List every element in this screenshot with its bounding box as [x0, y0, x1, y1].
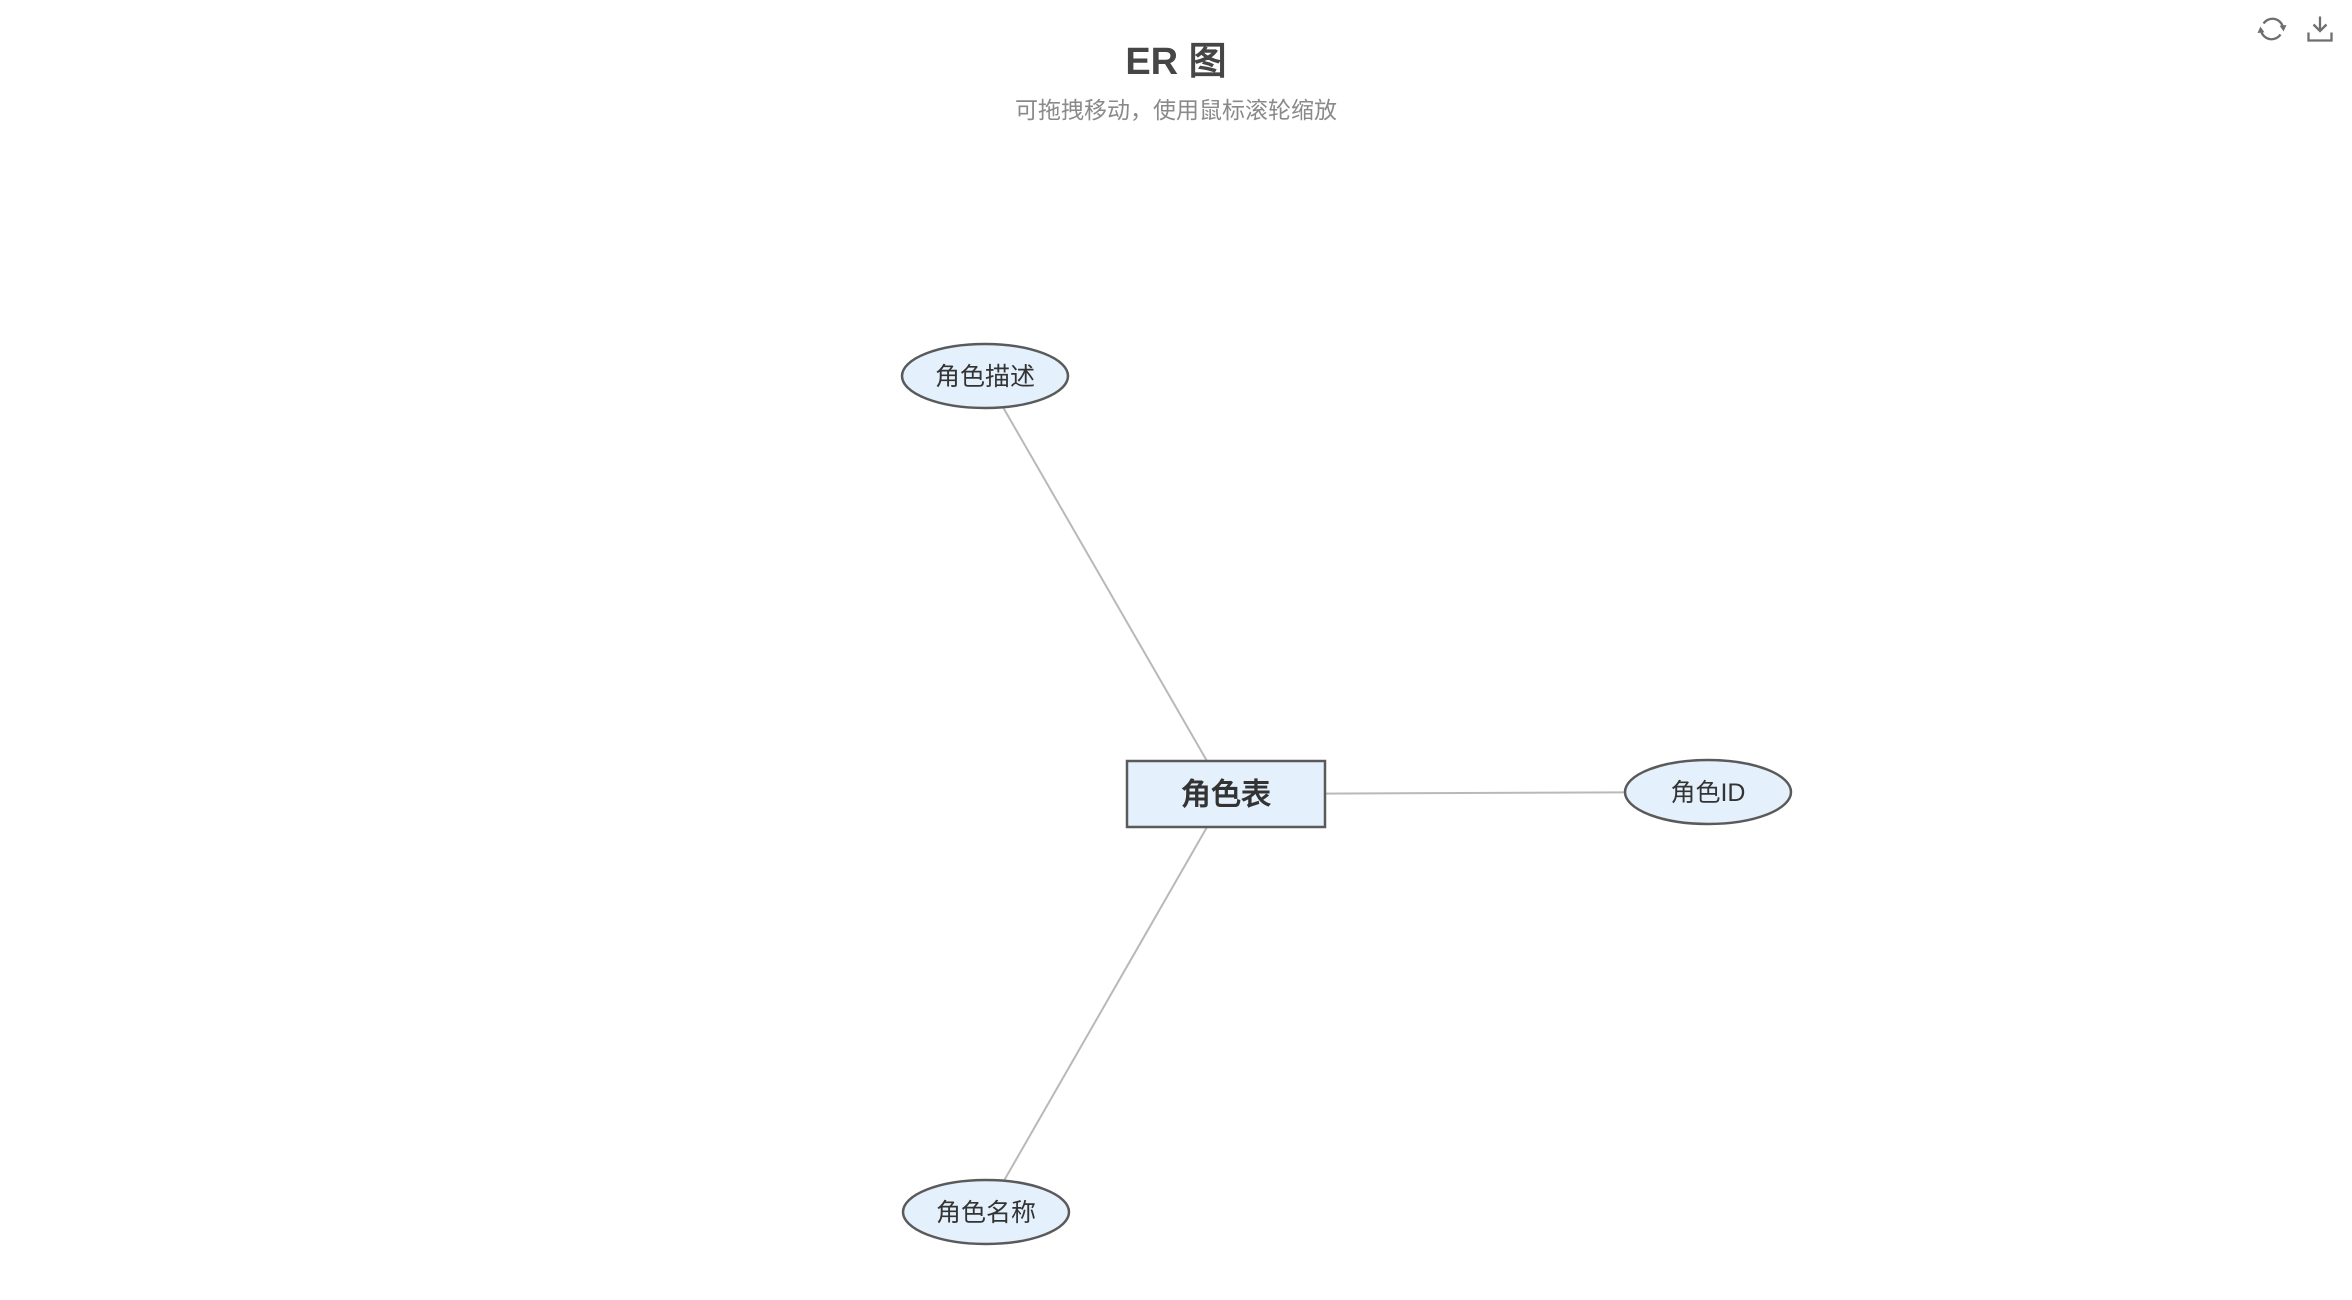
entity-shape — [1125, 759, 1327, 829]
attribute-shape — [900, 342, 1070, 410]
attribute-shape — [1623, 758, 1793, 826]
entity-node-role-table[interactable]: 角色表 — [1125, 759, 1327, 829]
attribute-node-role-id[interactable]: 角色ID — [1623, 758, 1793, 826]
attribute-node-role-desc[interactable]: 角色描述 — [900, 342, 1070, 410]
edge-role-table-role-desc — [984, 375, 1227, 795]
edge-role-table-role-name — [985, 793, 1227, 1213]
refresh-icon — [2257, 17, 2287, 41]
attribute-node-role-name[interactable]: 角色名称 — [901, 1178, 1071, 1246]
restore-button[interactable] — [2255, 12, 2289, 46]
toolbar — [2255, 12, 2337, 46]
attribute-shape — [901, 1178, 1071, 1246]
download-icon — [2307, 16, 2333, 42]
save-image-button[interactable] — [2303, 12, 2337, 46]
